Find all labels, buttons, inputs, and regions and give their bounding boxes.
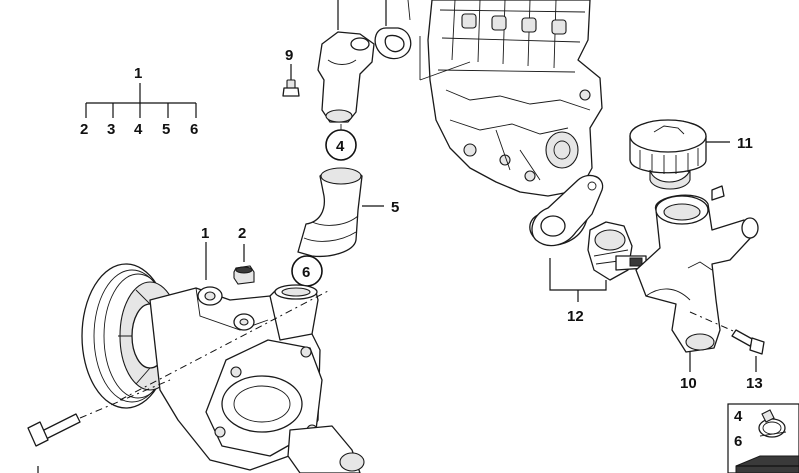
clamp-box: 4 6 <box>727 403 799 473</box>
legend-child-label: 6 <box>190 121 198 138</box>
callout-label: 1 <box>201 225 209 242</box>
callout-label: 12 <box>567 308 584 325</box>
thermostat-assembly <box>529 174 647 302</box>
callout-label: 9 <box>285 47 293 64</box>
pump-bolt <box>27 379 171 473</box>
legend-child-label: 2 <box>80 121 88 138</box>
legend-tree: 1 2 3 4 5 6 <box>80 65 198 138</box>
legend-child-label: 5 <box>162 121 170 138</box>
hose-clamp-icon <box>758 409 787 438</box>
legend-child-label: 4 <box>134 121 143 138</box>
bushing-2 <box>233 244 255 285</box>
clamp-box-label: 6 <box>734 433 742 450</box>
bolt-13 <box>689 311 765 372</box>
gasket-top <box>374 0 412 60</box>
cap-11 <box>629 119 730 190</box>
legend-child-label: 3 <box>107 121 115 138</box>
callout-label: 11 <box>737 135 753 152</box>
callout-label: 6 <box>302 264 310 281</box>
callout-label: 5 <box>391 199 399 216</box>
callout-label: 10 <box>680 375 697 392</box>
callout-label: 13 <box>746 375 763 392</box>
housing-10 <box>635 185 759 372</box>
water-pump <box>81 242 365 473</box>
callout-label: 4 <box>336 138 345 155</box>
engine-block <box>427 0 603 197</box>
legend-parent-label: 1 <box>134 65 142 82</box>
clamp-box-label: 4 <box>734 408 743 425</box>
bolt-9 <box>282 64 300 97</box>
elbow-pipe <box>317 0 375 123</box>
hose-5 <box>297 167 384 258</box>
clamp-4 <box>325 124 357 161</box>
callout-label: 2 <box>238 225 246 242</box>
